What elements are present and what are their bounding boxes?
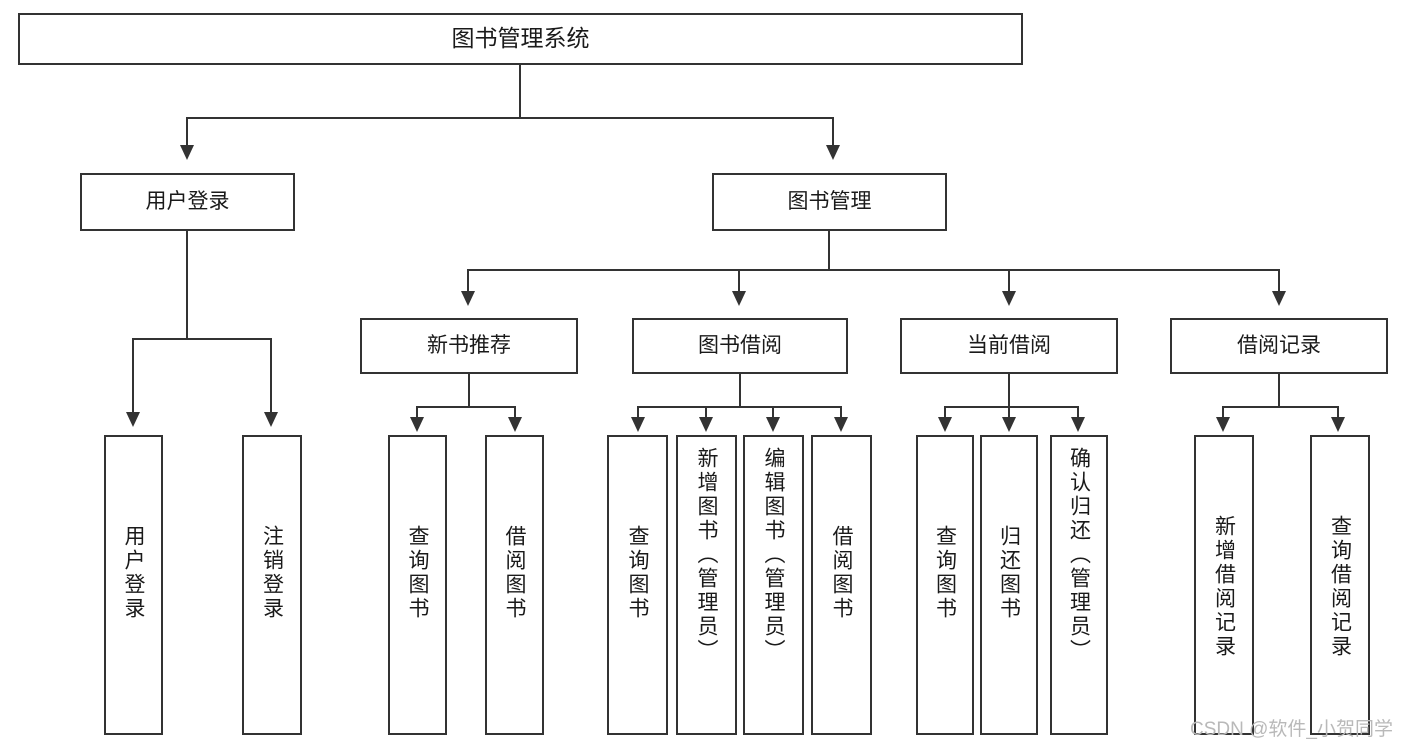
connector-root-bus	[186, 117, 834, 119]
node-label: 新书推荐	[427, 333, 511, 357]
node-root-system[interactable]: 图书管理系统	[18, 13, 1023, 65]
connector-borrow-record-bus	[1222, 406, 1338, 408]
node-leaf-borrow-record-query[interactable]: 查询借阅记录	[1310, 435, 1370, 735]
connector-current-borrow-stem	[1008, 374, 1010, 407]
connector-book-borrow-to-leaf-1	[705, 406, 707, 419]
arrow-root-to-user-login	[180, 145, 194, 160]
connector-user-login-bus	[132, 338, 272, 340]
connector-book-borrow-stem	[739, 374, 741, 407]
node-label: 新增借阅记录	[1212, 515, 1236, 659]
node-label: 用户登录	[145, 189, 230, 213]
node-leaf-current-borrow-query[interactable]: 查询图书	[916, 435, 974, 735]
node-leaf-current-borrow-confirm[interactable]: 确认归还（管理员）	[1050, 435, 1108, 735]
node-label: 确认归还（管理员）	[1067, 447, 1091, 663]
arrow-user-login-to-leaf-0	[126, 412, 140, 427]
connector-book-manage-stem	[828, 231, 830, 270]
arrow-book-borrow-to-leaf-2	[766, 417, 780, 432]
connector-book-manage-to-l2-3	[1278, 269, 1280, 294]
connector-book-manage-to-l2-0	[467, 269, 469, 294]
node-book-borrow[interactable]: 图书借阅	[632, 318, 848, 374]
arrow-book-manage-to-l2-0	[461, 291, 475, 306]
connector-new-book-to-leaf-1	[514, 406, 516, 419]
connector-book-manage-bus	[467, 269, 1280, 271]
connector-book-borrow-to-leaf-2	[772, 406, 774, 419]
arrow-book-manage-to-l2-1	[732, 291, 746, 306]
node-label: 查询图书	[626, 525, 649, 621]
node-leaf-book-borrow-query[interactable]: 查询图书	[607, 435, 668, 735]
arrow-new-book-to-leaf-0	[410, 417, 424, 432]
arrow-book-manage-to-l2-3	[1272, 291, 1286, 306]
connector-book-borrow-bus	[637, 406, 841, 408]
node-current-borrow[interactable]: 当前借阅	[900, 318, 1118, 374]
node-leaf-book-borrow-add[interactable]: 新增图书（管理员）	[676, 435, 737, 735]
connector-borrow-record-to-leaf-1	[1337, 406, 1339, 419]
connector-current-borrow-to-leaf-0	[944, 406, 946, 419]
arrow-current-borrow-to-leaf-1	[1002, 417, 1016, 432]
node-label: 图书借阅	[698, 333, 782, 357]
arrow-current-borrow-to-leaf-2	[1071, 417, 1085, 432]
node-label: 借阅图书	[830, 525, 853, 621]
connector-root-to-user-login	[186, 117, 188, 149]
node-leaf-book-borrow-edit[interactable]: 编辑图书（管理员）	[743, 435, 804, 735]
connector-new-book-stem	[468, 374, 470, 407]
arrow-book-borrow-to-leaf-3	[834, 417, 848, 432]
connector-new-book-bus	[416, 406, 516, 408]
node-label: 图书管理	[787, 189, 872, 213]
node-borrow-record[interactable]: 借阅记录	[1170, 318, 1388, 374]
connector-current-borrow-to-leaf-1	[1008, 406, 1010, 419]
node-user-login[interactable]: 用户登录	[80, 173, 295, 231]
arrow-book-manage-to-l2-2	[1002, 291, 1016, 306]
connector-user-login-to-leaf-0	[132, 338, 134, 416]
connector-root-to-book-manage	[832, 117, 834, 149]
node-label: 注销登录	[260, 525, 284, 621]
node-leaf-borrow-record-add[interactable]: 新增借阅记录	[1194, 435, 1254, 735]
node-leaf-user-login-logout[interactable]: 注销登录	[242, 435, 302, 735]
node-label: 借阅图书	[503, 525, 526, 621]
node-label: 查询图书	[933, 525, 957, 621]
node-label: 用户登录	[122, 525, 145, 621]
connector-book-borrow-to-leaf-0	[637, 406, 639, 419]
node-label: 编辑图书（管理员）	[762, 447, 785, 663]
node-label: 归还图书	[997, 525, 1021, 621]
arrow-book-borrow-to-leaf-0	[631, 417, 645, 432]
node-label: 借阅记录	[1237, 333, 1321, 357]
connector-borrow-record-stem	[1278, 374, 1280, 407]
connector-borrow-record-to-leaf-0	[1222, 406, 1224, 419]
connector-book-manage-to-l2-1	[738, 269, 740, 294]
node-book-management[interactable]: 图书管理	[712, 173, 947, 231]
node-leaf-new-book-borrow[interactable]: 借阅图书	[485, 435, 544, 735]
node-label: 查询借阅记录	[1328, 515, 1352, 659]
node-leaf-current-borrow-return[interactable]: 归还图书	[980, 435, 1038, 735]
arrow-user-login-to-leaf-1	[264, 412, 278, 427]
node-leaf-user-login-login[interactable]: 用户登录	[104, 435, 163, 735]
connector-root-stem	[519, 65, 521, 118]
node-new-book-recommend[interactable]: 新书推荐	[360, 318, 578, 374]
arrow-current-borrow-to-leaf-0	[938, 417, 952, 432]
arrow-new-book-to-leaf-1	[508, 417, 522, 432]
connector-book-manage-to-l2-2	[1008, 269, 1010, 294]
arrow-borrow-record-to-leaf-1	[1331, 417, 1345, 432]
node-leaf-book-borrow-borrow[interactable]: 借阅图书	[811, 435, 872, 735]
node-label: 图书管理系统	[451, 25, 590, 52]
arrow-root-to-book-manage	[826, 145, 840, 160]
connector-user-login-to-leaf-1	[270, 338, 272, 416]
node-label: 查询图书	[406, 525, 429, 621]
arrow-borrow-record-to-leaf-0	[1216, 417, 1230, 432]
node-label: 新增图书（管理员）	[695, 447, 718, 663]
connector-new-book-to-leaf-0	[416, 406, 418, 419]
connector-book-borrow-to-leaf-3	[840, 406, 842, 419]
arrow-book-borrow-to-leaf-1	[699, 417, 713, 432]
connector-user-login-stem	[186, 231, 188, 339]
node-leaf-new-book-query[interactable]: 查询图书	[388, 435, 447, 735]
connector-current-borrow-bus	[944, 406, 1079, 408]
connector-current-borrow-to-leaf-2	[1077, 406, 1079, 419]
node-label: 当前借阅	[967, 333, 1051, 357]
